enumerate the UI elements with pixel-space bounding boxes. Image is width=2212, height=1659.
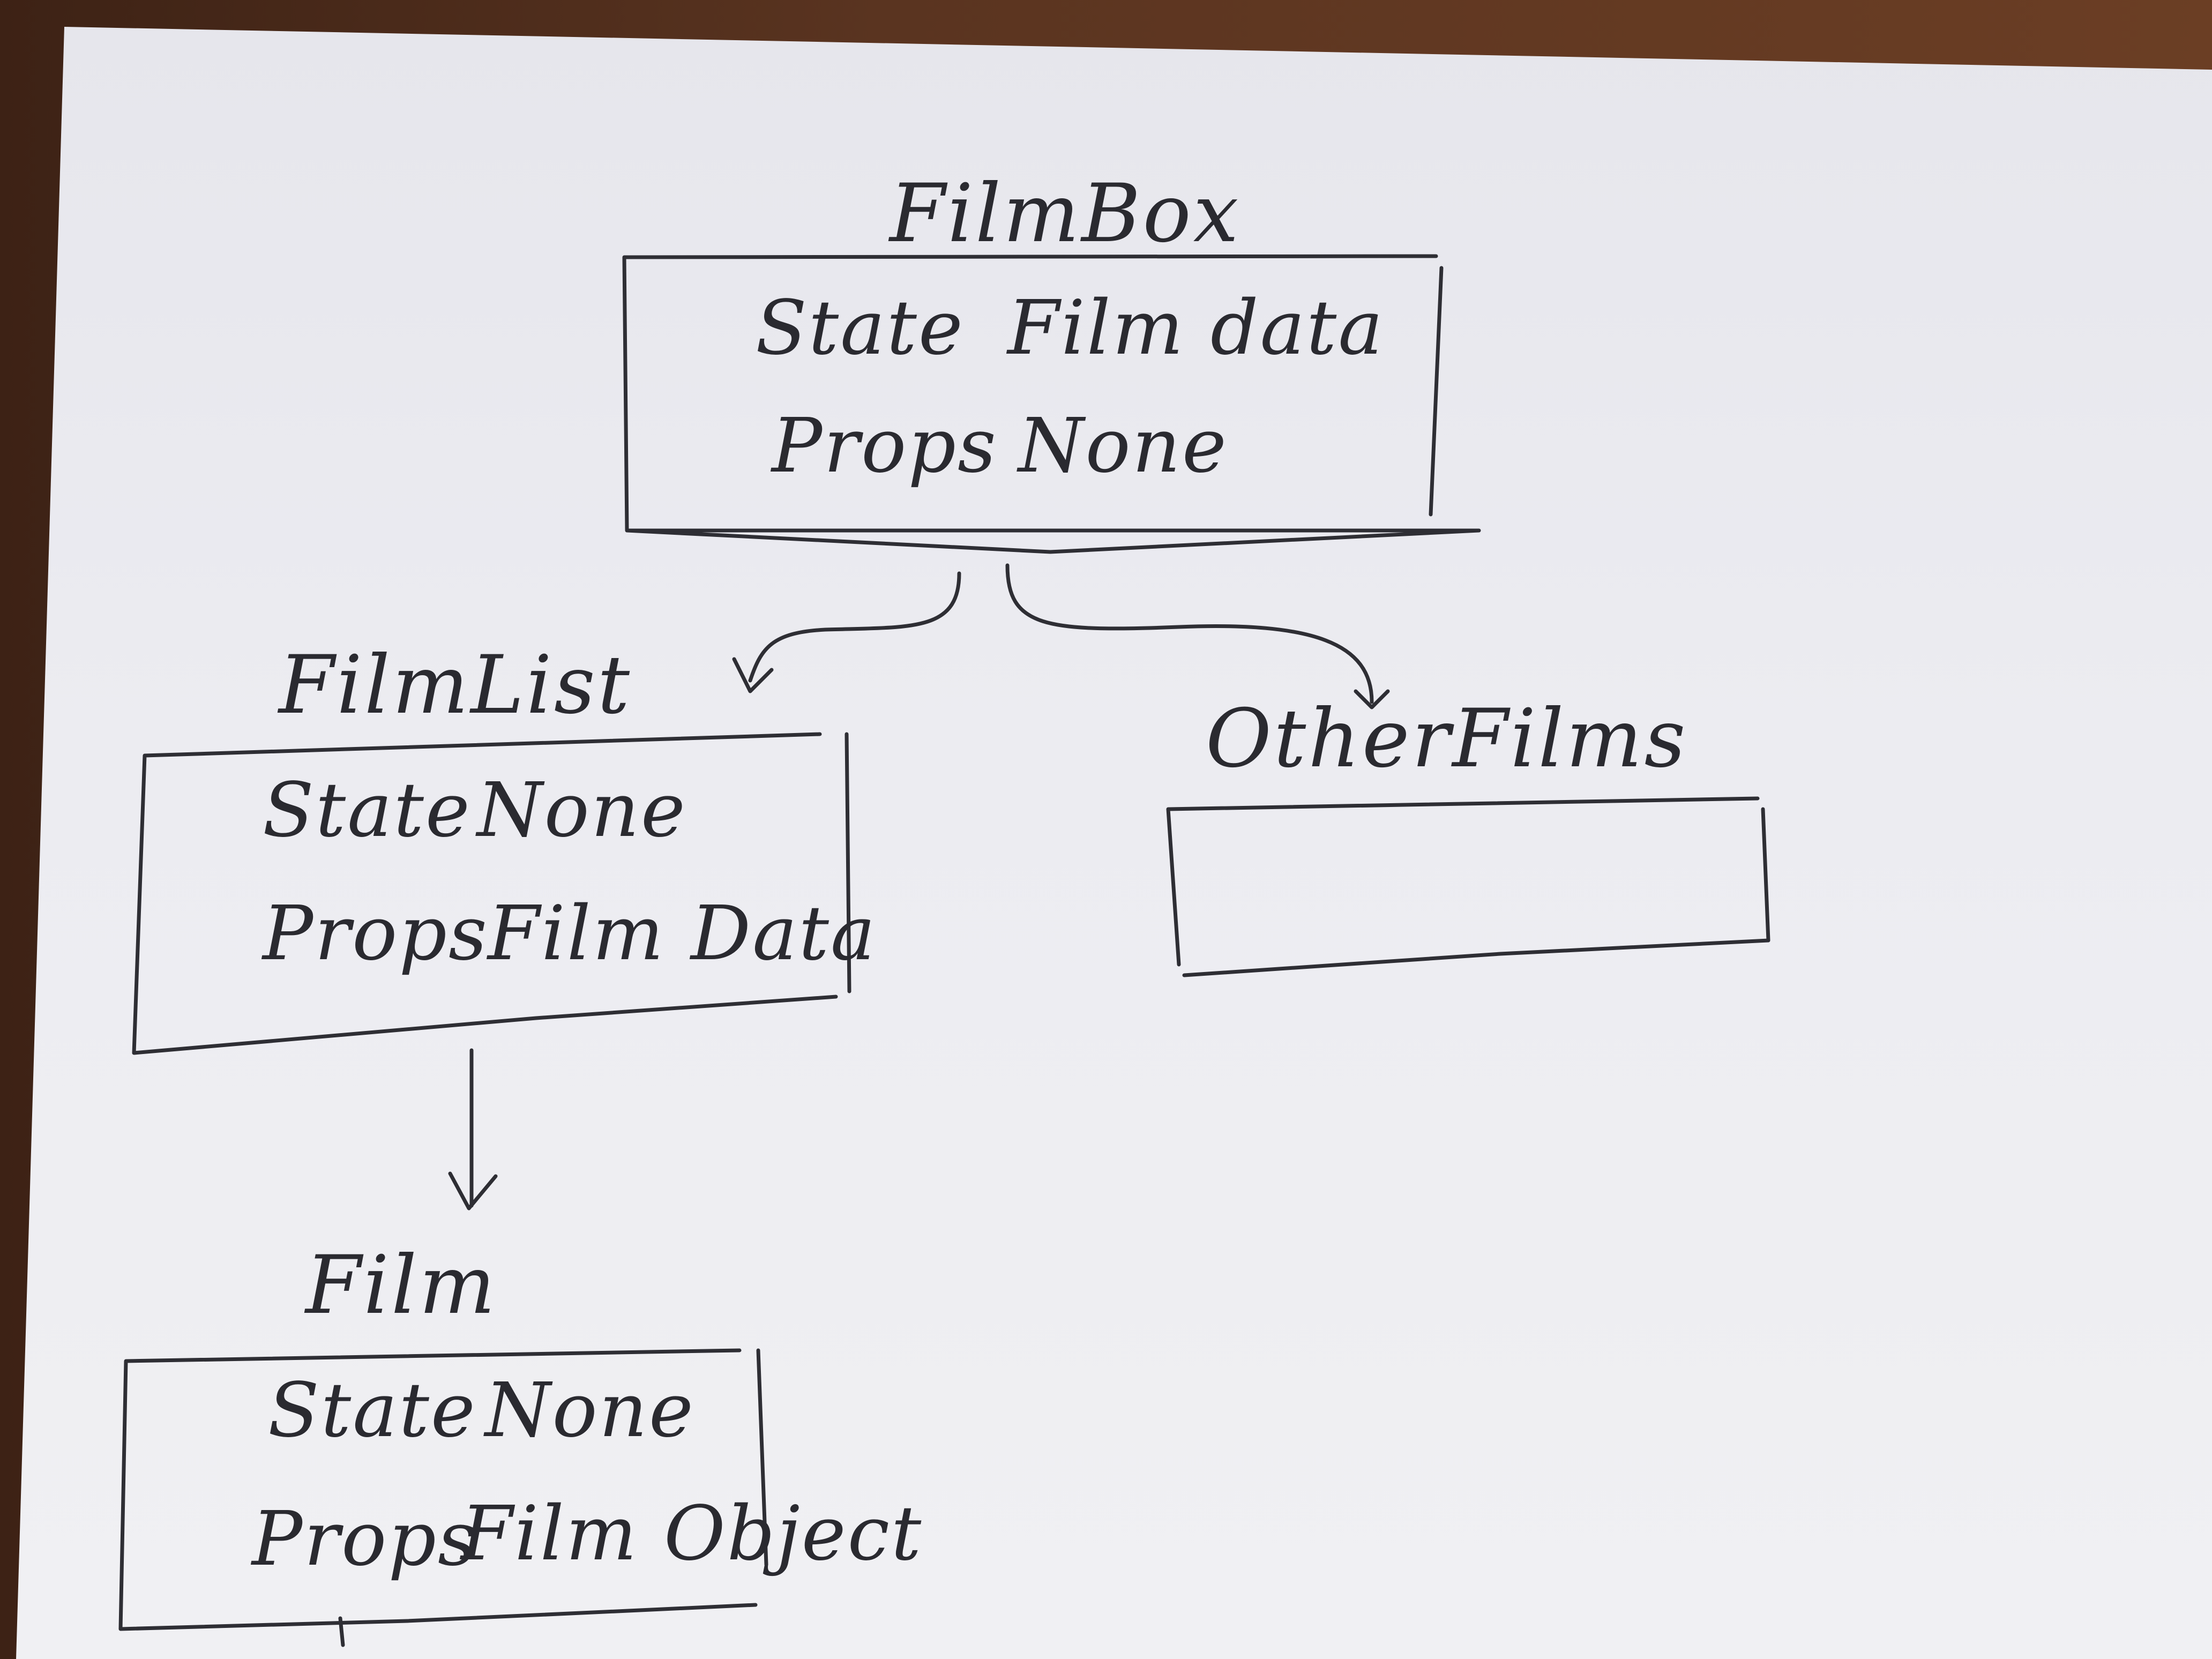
node-filmlist-state-label: State xyxy=(263,767,472,854)
node-filmlist-title: FilmList xyxy=(277,639,632,732)
edge-filmbox-filmlist-line xyxy=(748,571,961,683)
node-filmlist-props-value: Film Data xyxy=(486,890,877,977)
node-filmbox-props-value: None xyxy=(1017,402,1228,490)
node-otherfilms-title: OtherFilms xyxy=(1206,692,1688,786)
node-filmbox-props-label: Props xyxy=(770,402,998,490)
node-film-title: Film xyxy=(304,1239,497,1332)
node-filmlist: FilmList State None Props Film Data xyxy=(132,639,877,1055)
arrowhead-icon xyxy=(1354,689,1390,709)
node-filmlist-box xyxy=(132,732,851,1055)
edge-filmlist-to-film xyxy=(448,1048,498,1210)
node-filmlist-state-value: None xyxy=(475,767,687,854)
node-otherfilms: OtherFilms xyxy=(1166,692,1770,977)
node-film-state-label: State xyxy=(268,1367,477,1454)
node-filmbox-title: FilmBox xyxy=(888,167,1240,260)
edge-filmbox-otherfilms-line xyxy=(1005,563,1374,704)
edge-filmbox-to-filmlist xyxy=(732,571,961,693)
node-otherfilms-box xyxy=(1166,796,1770,977)
arrowhead-icon xyxy=(448,1171,498,1210)
node-filmbox-state-label: State xyxy=(756,285,965,372)
node-filmlist-props-label: Props xyxy=(261,890,489,977)
node-film-state-value: None xyxy=(483,1367,695,1454)
node-film-props-label: Props xyxy=(250,1496,478,1583)
arrowhead-icon xyxy=(732,657,774,693)
node-film-props-value: Film Object xyxy=(459,1490,923,1578)
node-filmbox: FilmBox State Film data Props None xyxy=(622,167,1481,554)
edge-filmbox-to-otherfilms xyxy=(1005,563,1390,709)
node-filmbox-state-value: Film data xyxy=(1006,285,1385,372)
node-film: Film State None Props Film Object xyxy=(118,1239,923,1647)
node-filmbox-box xyxy=(622,254,1481,554)
node-film-box xyxy=(118,1348,768,1647)
